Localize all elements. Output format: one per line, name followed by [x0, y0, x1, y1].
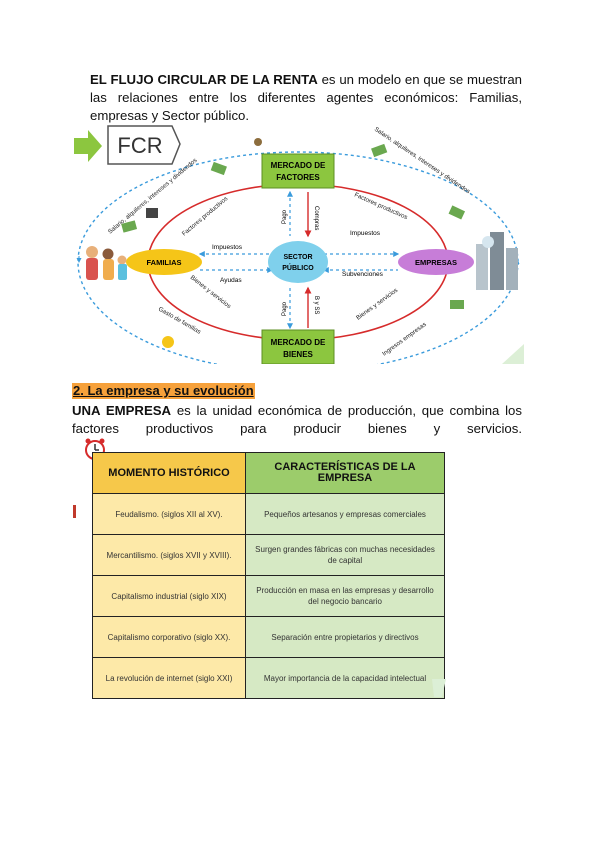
- cell-momento: La revolución de internet (siglo XXI): [92, 657, 246, 699]
- sector-line1: SECTOR: [283, 254, 312, 261]
- cell-momento: Capitalismo corporativo (siglo XX).: [92, 616, 246, 658]
- circular-flow-diagram: FCR MERCADO DE FACTORES MERCADO DE BIENE…: [74, 125, 524, 364]
- label-salario-right: Salario, alquileres, intereses y dividen…: [373, 126, 471, 195]
- cell-momento: Capitalismo industrial (siglo XIX): [92, 575, 246, 617]
- table-row: Feudalismo. (siglos XII al XV). Pequeños…: [92, 493, 445, 535]
- label-factores-right: Factores productivos: [353, 191, 408, 221]
- buildings-illustration: [476, 232, 518, 290]
- factores-line2: FACTORES: [276, 173, 320, 182]
- table-row: Capitalismo corporativo (siglo XX). Sepa…: [92, 616, 445, 658]
- family-illustration: [86, 246, 127, 280]
- table-row: La revolución de internet (siglo XXI) Ma…: [92, 657, 445, 699]
- empresa-bold: UNA EMPRESA: [72, 403, 172, 418]
- label-ayudas: Ayudas: [220, 277, 242, 284]
- bienes-line2: BIENES: [283, 350, 313, 359]
- node-sector-publico: SECTOR PÚBLICO: [268, 241, 328, 283]
- node-mercado-bienes: MERCADO DE BIENES: [261, 329, 335, 364]
- label-pago-bottom: Pago: [282, 301, 288, 316]
- intro-bold: EL FLUJO CIRCULAR DE LA RENTA: [90, 72, 318, 87]
- cell-caracteristica: Pequeños artesanos y empresas comerciale…: [245, 493, 445, 535]
- history-table: MOMENTO HISTÓRICO CARACTERÍSTICAS DE LA …: [92, 452, 445, 699]
- table-row: Capitalismo industrial (siglo XIX) Produ…: [92, 575, 445, 617]
- fcr-badge: FCR: [74, 125, 181, 165]
- cell-caracteristica: Mayor importancia de la capacidad intele…: [245, 657, 445, 699]
- cell-caracteristica: Surgen grandes fábricas con muchas neces…: [245, 534, 445, 576]
- label-bienes-right: Bienes y servicios: [355, 287, 399, 322]
- label-ingresos: Ingresos empresas: [381, 321, 428, 358]
- empresa-text: es la unidad económica de producción, qu…: [72, 403, 522, 436]
- cell-caracteristica: Separación entre propietarios y directiv…: [245, 616, 445, 658]
- label-compras: Compras: [313, 206, 319, 230]
- red-marker: [73, 505, 76, 518]
- intro-paragraph: EL FLUJO CIRCULAR DE LA RENTA es un mode…: [90, 71, 522, 125]
- sector-line2: PÚBLICO: [282, 263, 314, 272]
- label-byss: B y SS: [313, 296, 319, 314]
- empresa-paragraph: UNA EMPRESA es la unidad económica de pr…: [72, 402, 522, 438]
- empresas-label: EMPRESAS: [415, 258, 457, 267]
- node-empresas: EMPRESAS: [398, 249, 474, 275]
- node-familias: FAMILIAS: [126, 249, 202, 275]
- header-caracteristicas: CARACTERÍSTICAS DE LA EMPRESA: [245, 452, 445, 494]
- node-mercado-factores: MERCADO DE FACTORES: [261, 153, 335, 189]
- cell-caracteristica: Producción en masa en las empresas y des…: [245, 575, 445, 617]
- cell-momento: Mercantilismo. (siglos XVII y XVIII).: [92, 534, 246, 576]
- fcr-label: FCR: [117, 133, 162, 158]
- decorative-shape: [432, 679, 446, 697]
- table-row: Mercantilismo. (siglos XVII y XVIII). Su…: [92, 534, 445, 576]
- bienes-line1: MERCADO DE: [271, 338, 326, 347]
- intro-text: es un modelo en que se muestran las rela…: [90, 72, 522, 123]
- money-icons: [121, 138, 466, 348]
- factores-line1: MERCADO DE: [271, 161, 326, 170]
- corner-decor: [502, 344, 524, 364]
- familias-label: FAMILIAS: [147, 258, 182, 267]
- cell-momento: Feudalismo. (siglos XII al XV).: [92, 493, 246, 535]
- label-pago-top: Pago: [282, 209, 288, 224]
- label-subvenciones: Subvenciones: [342, 271, 384, 278]
- label-impuestos-right: Impuestos: [350, 230, 381, 237]
- section-title: 2. La empresa y su evolución: [72, 383, 255, 399]
- label-impuestos-left: Impuestos: [212, 244, 243, 251]
- header-momento: MOMENTO HISTÓRICO: [92, 452, 246, 494]
